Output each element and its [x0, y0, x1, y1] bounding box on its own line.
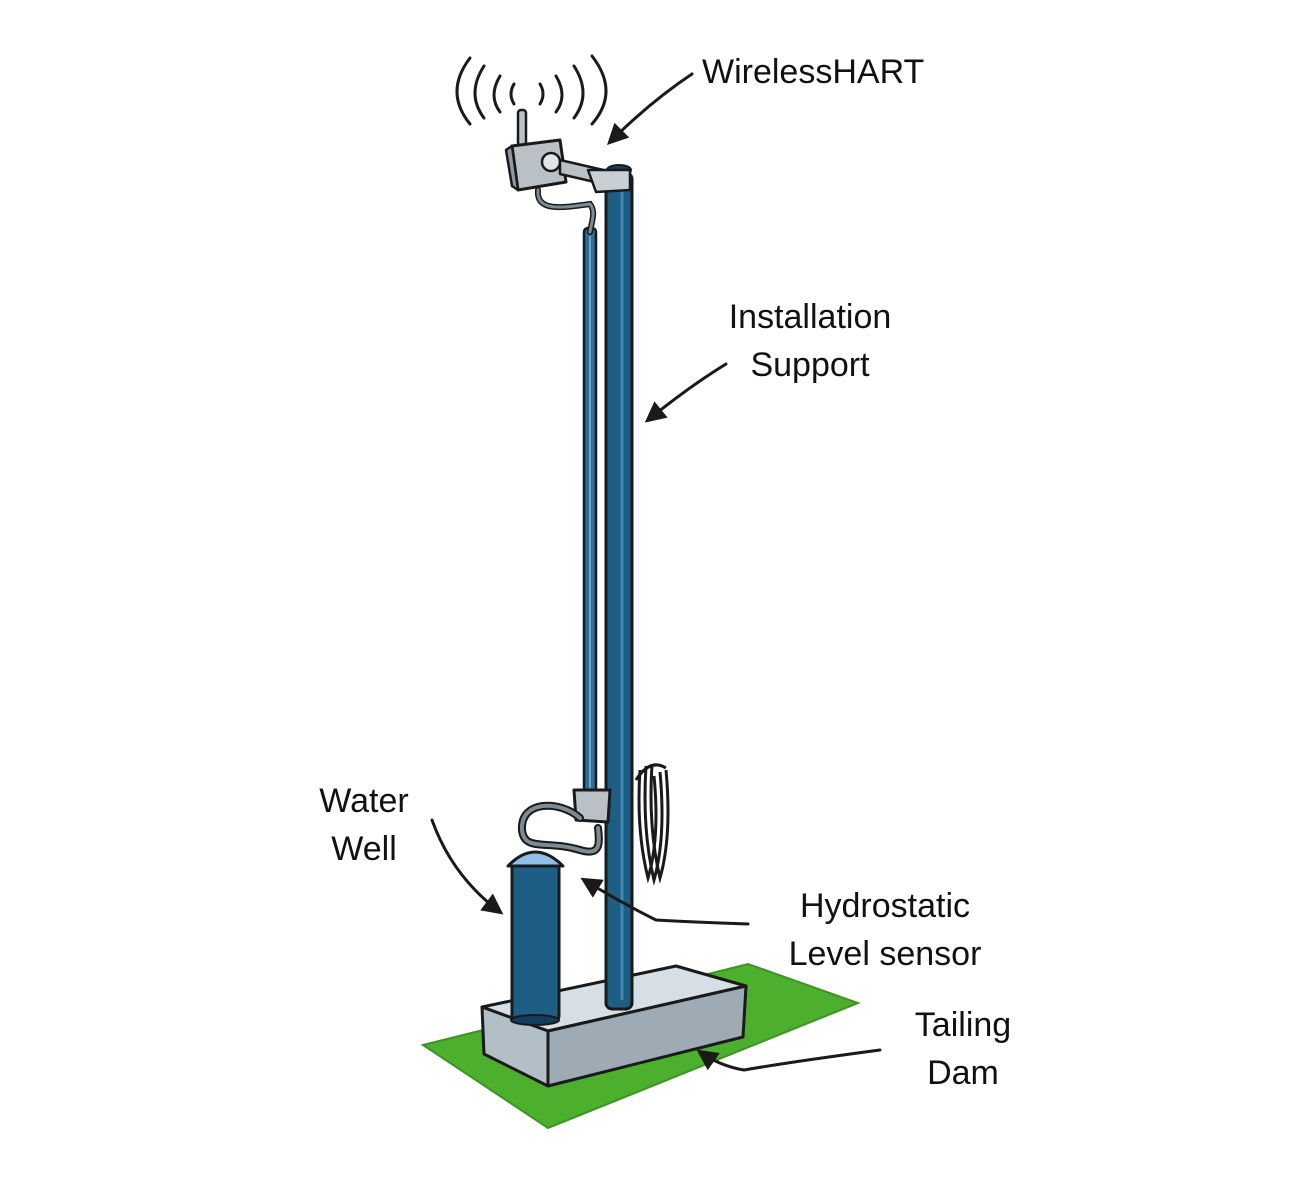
- arrow-tailing-dam: [696, 1048, 882, 1072]
- label-tailing-dam-line1: Tailing: [914, 1006, 1012, 1044]
- label-tailing-dam-line2: Dam: [927, 1054, 999, 1092]
- arrow-hydrostatic-sensor: [580, 877, 750, 926]
- cable-coil: [634, 763, 670, 886]
- callout-arrows: [430, 72, 882, 1072]
- label-installation-support-line2: Support: [750, 346, 870, 384]
- label-installation-support-line1: Installation: [728, 298, 892, 336]
- label-wirelesshart: WirelessHART: [702, 48, 924, 96]
- label-tailing-dam: Tailing Dam: [890, 1001, 1036, 1097]
- wirelesshart-transmitter: [504, 108, 632, 235]
- label-water-well-line1: Water: [319, 782, 409, 820]
- label-hydrostatic-line1: Hydrostatic: [799, 887, 971, 925]
- label-wirelesshart-text: WirelessHART: [702, 53, 925, 91]
- arrow-installation-support: [644, 362, 728, 423]
- arrow-water-well: [430, 818, 504, 915]
- arrow-wirelesshart: [607, 72, 694, 145]
- label-water-well: Water Well: [300, 777, 428, 873]
- sensor-conduit: [582, 226, 598, 796]
- installation-support-pole: [604, 164, 634, 1011]
- label-water-well-line2: Well: [331, 830, 397, 868]
- label-installation-support: Installation Support: [700, 293, 920, 389]
- radio-wave-icon: [455, 54, 608, 126]
- water-well: [506, 850, 565, 1026]
- label-hydrostatic-level-sensor: Hydrostatic Level sensor: [770, 882, 1000, 978]
- label-hydrostatic-line2: Level sensor: [788, 935, 982, 973]
